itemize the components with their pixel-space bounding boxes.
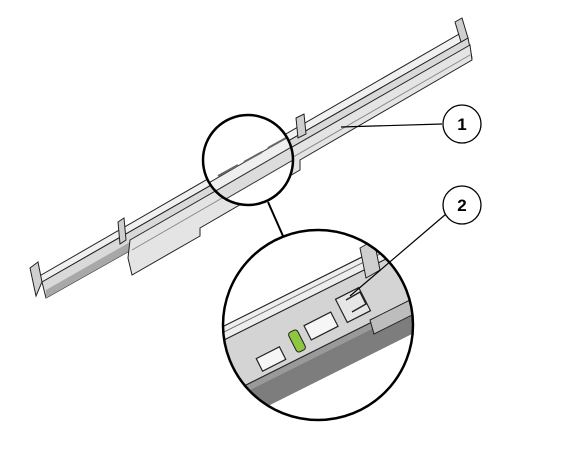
callout-2-leader [349,213,447,297]
callout-2-circle [442,185,482,225]
magnifier-connector [267,201,284,237]
rail-end-bracket-front [29,261,43,298]
callout-1-label: 1 [457,115,466,134]
callout-1: 1 [340,104,482,144]
release-latch-green [288,329,306,353]
rail-tab-left [117,217,127,245]
detail-circle-magnified [221,228,415,422]
callout-1-leader [340,123,443,128]
rail-tab-right [295,113,307,139]
callout-2-label: 2 [457,196,466,215]
callout-1-circle [442,104,482,144]
callout-2: 2 [349,185,482,297]
detail-circle-small [201,113,295,207]
rail-end-bracket-rear [454,17,469,43]
